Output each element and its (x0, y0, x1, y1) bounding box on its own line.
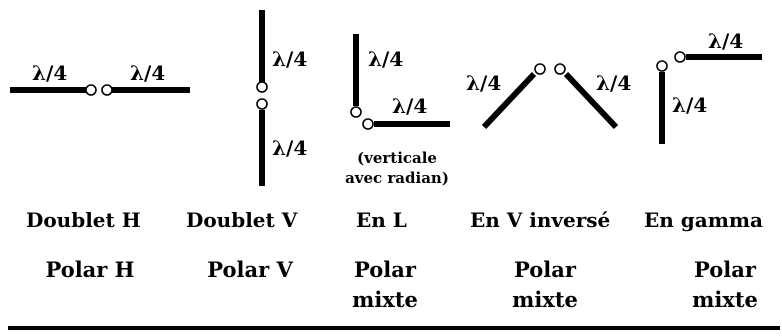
en-gamma-feed-point-top (674, 51, 686, 63)
doublet-v-top-length-label: λ/4 (272, 47, 307, 71)
doublet-h-right-length-label: λ/4 (130, 61, 165, 85)
en-v-inverse-polarization-line-1: Polar (514, 257, 576, 282)
en-l-note: (verticale avec radian) (334, 148, 460, 189)
en-v-right-length-label: λ/4 (596, 71, 631, 95)
en-gamma-feed-point-bottom (656, 60, 668, 72)
en-l-polarization-line-2: mixte (352, 287, 418, 313)
doublet-v-feed-point-top (256, 81, 268, 93)
doublet-v-antenna: λ/4 λ/4 (256, 10, 307, 186)
doublet-v-bottom-length-label: λ/4 (272, 136, 307, 160)
en-v-left-length-label: λ/4 (466, 71, 501, 95)
en-gamma-title: En gamma (644, 208, 763, 232)
en-l-note-line-1: (verticale (357, 149, 437, 167)
en-l-vertical-length-label: λ/4 (368, 47, 403, 71)
en-l-feed-point-bottom (362, 118, 374, 130)
en-gamma-antenna: λ/4 λ/4 (656, 29, 762, 144)
en-gamma-vertical-length-label: λ/4 (672, 93, 707, 117)
en-v-inverse-title: En V inversé (470, 208, 611, 232)
en-gamma-polarization-line-1: Polar (694, 257, 756, 282)
en-v-inverse-antenna: λ/4 λ/4 (466, 63, 631, 130)
doublet-h-polarization: Polar H (20, 255, 160, 285)
en-l-polarization: Polar mixte (330, 255, 440, 316)
doublet-h-left-length-label: λ/4 (32, 61, 67, 85)
en-l-polarization-line-1: Polar (354, 257, 416, 282)
en-gamma-polarization: Polar mixte (670, 255, 780, 316)
en-v-inverse-polarization: Polar mixte (490, 255, 600, 316)
doublet-h-title: Doublet H (26, 208, 141, 232)
en-l-horizontal-length-label: λ/4 (392, 94, 427, 118)
en-gamma-horizontal-length-label: λ/4 (708, 29, 743, 53)
doublet-v-polarization-line-1: Polar V (207, 257, 293, 282)
doublet-v-feed-point-bottom (256, 98, 268, 110)
en-v-inverse-polarization-line-2: mixte (512, 287, 578, 313)
en-l-antenna: λ/4 λ/4 (350, 34, 450, 130)
en-v-left-arm (481, 71, 537, 130)
en-v-feed-point-right (554, 63, 566, 75)
en-l-note-line-2: avec radian) (345, 169, 449, 188)
doublet-h-feed-point-left (85, 84, 97, 96)
doublet-h-antenna: λ/4 λ/4 (10, 61, 190, 96)
doublet-h-feed-point-right (101, 84, 113, 96)
doublet-h-polarization-line-1: Polar H (45, 257, 135, 282)
doublet-v-polarization: Polar V (180, 255, 320, 285)
en-l-feed-point-top (350, 106, 362, 118)
en-l-title: En L (356, 208, 407, 232)
bottom-divider (8, 326, 780, 330)
en-v-feed-point-left (534, 63, 546, 75)
en-v-right-arm (563, 71, 619, 130)
en-gamma-polarization-line-2: mixte (692, 287, 758, 313)
doublet-v-title: Doublet V (186, 208, 298, 232)
